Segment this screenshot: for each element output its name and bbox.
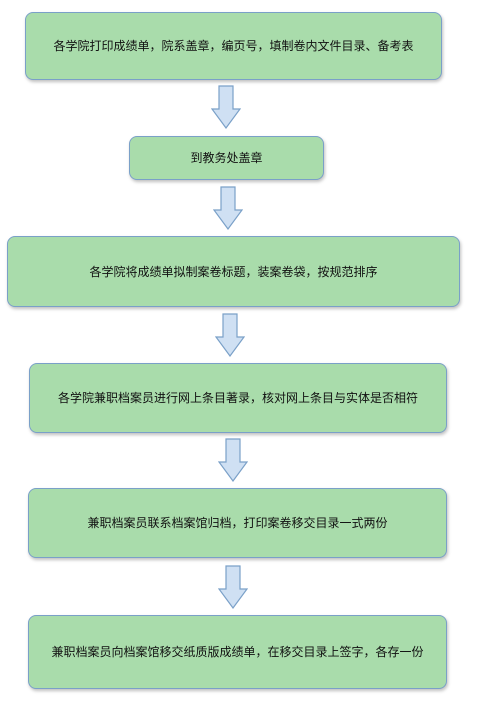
- down-arrow-icon: [215, 313, 245, 357]
- flow-step-4-text: 各学院兼职档案员进行网上条目著录，核对网上条目与实体是否相符: [57, 391, 418, 405]
- flow-step-5-text: 兼职档案员联系档案馆归档，打印案卷移交目录一式两份: [87, 516, 388, 530]
- flow-step-3: 各学院将成绩单拟制案卷标题，装案卷袋，按规范排序: [7, 236, 460, 307]
- down-arrow-icon: [218, 438, 248, 482]
- down-arrow-icon: [213, 186, 243, 230]
- flow-step-3-text: 各学院将成绩单拟制案卷标题，装案卷袋，按规范排序: [89, 264, 378, 279]
- flow-step-4: 各学院兼职档案员进行网上条目著录，核对网上条目与实体是否相符: [29, 363, 447, 433]
- flow-step-2: 到教务处盖章: [129, 136, 324, 180]
- flow-step-2-text: 到教务处盖章: [190, 151, 263, 165]
- flow-step-6-text: 兼职档案员向档案馆移交纸质版成绩单，在移交目录上签字，各存一份: [51, 645, 424, 659]
- down-arrow-icon: [211, 85, 241, 129]
- flow-step-5: 兼职档案员联系档案馆归档，打印案卷移交目录一式两份: [28, 488, 447, 558]
- flow-step-1: 各学院打印成绩单，院系盖章，编页号，填制卷内文件目录、备考表: [25, 12, 442, 80]
- down-arrow-icon: [218, 565, 248, 609]
- flow-step-1-text: 各学院打印成绩单，院系盖章，编页号，填制卷内文件目录、备考表: [53, 39, 414, 53]
- flow-step-6: 兼职档案员向档案馆移交纸质版成绩单，在移交目录上签字，各存一份: [28, 615, 447, 689]
